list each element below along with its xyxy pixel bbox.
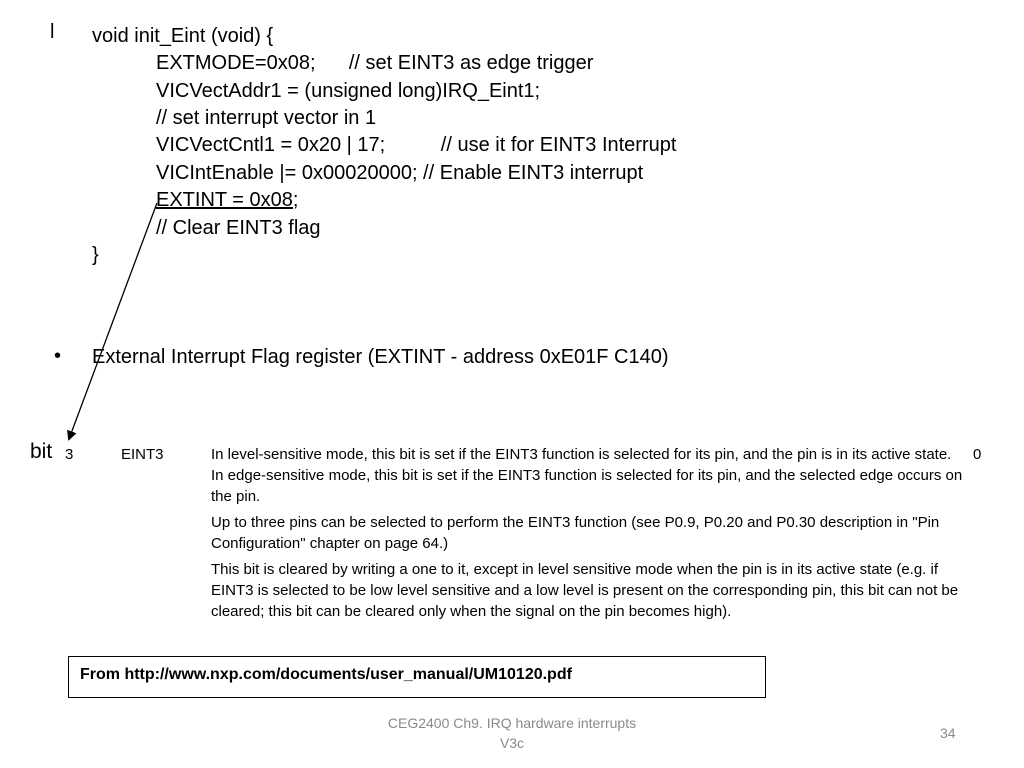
code-line-vicvectaddr1: VICVectAddr1 = (unsigned long)IRQ_Eint1;	[156, 80, 541, 102]
code-bullet: l	[50, 21, 55, 43]
code-line-vicvectcntl1: VICVectCntl1 = 0x20 | 17; // use it for …	[156, 134, 677, 156]
extint-register-heading: External Interrupt Flag register (EXTINT…	[92, 346, 669, 368]
footer-title: CEG2400 Ch9. IRQ hardware interrupts V3c	[352, 713, 672, 753]
footer-title-line2: V3c	[499, 735, 525, 751]
code-line-function-header: void init_Eint (void) {	[92, 25, 274, 47]
page-number: 34	[940, 725, 956, 741]
code-line-vicintenable: VICIntEnable |= 0x00020000; // Enable EI…	[156, 162, 644, 184]
bit-description-paragraph: Up to three pins can be selected to perf…	[211, 514, 940, 552]
bit-symbol: EINT3	[121, 446, 164, 463]
code-line-extmode: EXTMODE=0x08; // set EINT3 as edge trigg…	[156, 52, 594, 74]
bit-description-paragraph: This bit is cleared by writing a one to …	[211, 561, 959, 620]
code-line-comment-clear: // Clear EINT3 flag	[156, 217, 321, 239]
source-citation: From http://www.nxp.com/documents/user_m…	[80, 666, 572, 683]
bit-label: bit	[30, 440, 53, 463]
code-line-comment-vector: // set interrupt vector in 1	[156, 107, 377, 129]
code-snippet: l void init_Eint (void) { EXTMODE=0x08; …	[50, 21, 677, 266]
bit-reset-value: 0	[973, 446, 982, 463]
bit-description-paragraph: In level-sensitive mode, this bit is set…	[211, 446, 963, 505]
source-citation-box: From http://www.nxp.com/documents/user_m…	[68, 656, 766, 698]
bit-number: 3	[65, 446, 74, 463]
bit-description: In level-sensitive mode, this bit is set…	[211, 444, 963, 627]
code-line-extint: EXTINT = 0x08;	[156, 189, 299, 211]
footer-title-line1: CEG2400 Ch9. IRQ hardware interrupts	[387, 715, 637, 731]
code-line-closing-brace: }	[92, 244, 99, 266]
bullet-icon: •	[54, 345, 62, 367]
